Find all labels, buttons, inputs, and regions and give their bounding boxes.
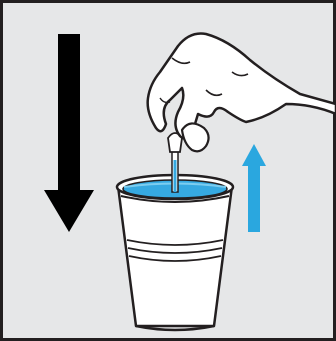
cup-icon	[117, 175, 233, 330]
